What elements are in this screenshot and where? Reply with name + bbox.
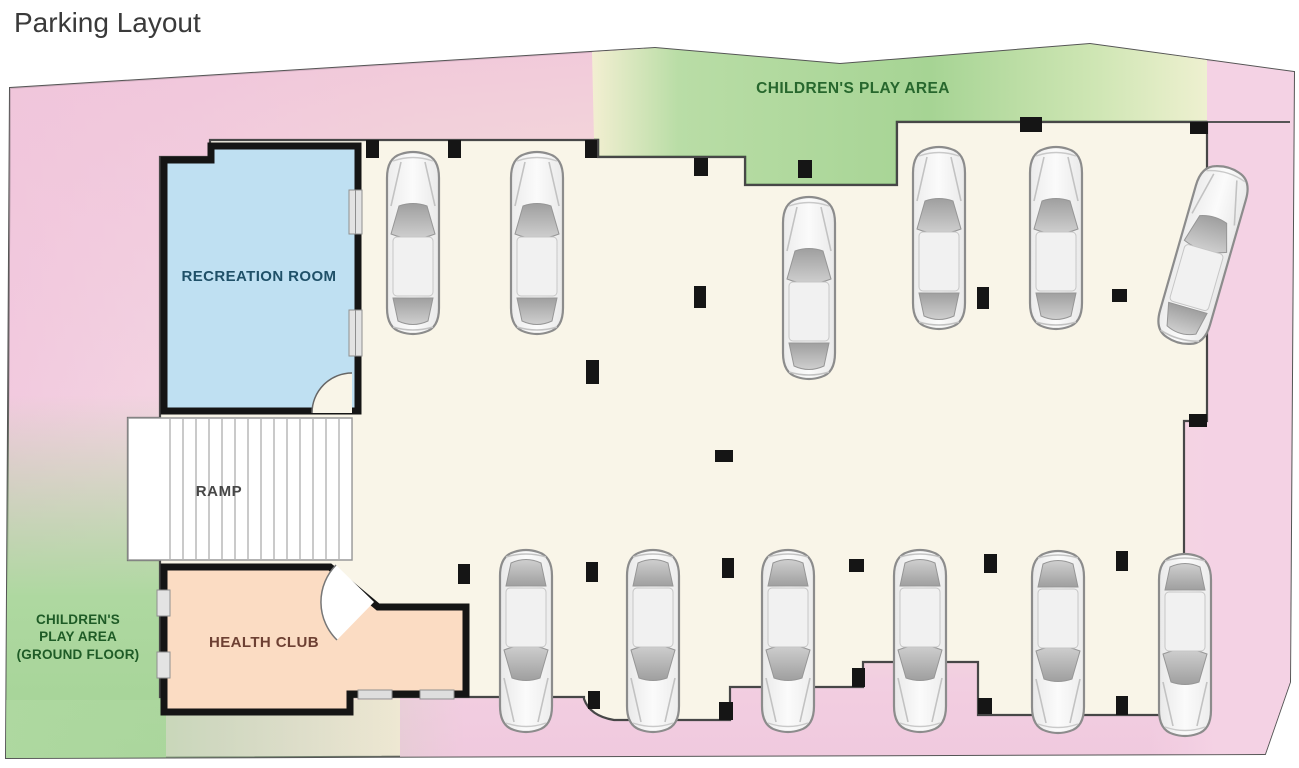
wall-stub: [1190, 122, 1208, 134]
car-1: [385, 150, 441, 336]
wall-stub: [984, 554, 997, 573]
recreation-room: [160, 142, 363, 415]
wall-stubs-layer: [366, 117, 1208, 720]
wall-stub: [715, 450, 733, 462]
wall-stub: [588, 691, 600, 709]
car-3: [781, 195, 837, 381]
health-club-door-swing: [320, 565, 374, 640]
wall-stub: [852, 668, 865, 687]
wall-stub: [1189, 414, 1207, 427]
children-play-area-top-label: CHILDREN'S PLAY AREA: [756, 80, 950, 97]
svg-text:PLAY AREA: PLAY AREA: [39, 629, 117, 644]
car-12: [1157, 552, 1213, 738]
wall-stub: [977, 287, 989, 309]
car-7: [498, 548, 554, 734]
health-club: [156, 563, 470, 716]
wall-stub: [719, 702, 733, 720]
car-4: [911, 145, 967, 331]
wall-stub: [694, 158, 708, 176]
wall-stub: [694, 286, 706, 308]
car-11: [1030, 549, 1086, 735]
wall-stub: [1116, 696, 1128, 715]
wall-stub: [978, 698, 992, 714]
car-9: [760, 548, 816, 734]
wall-stub: [448, 140, 461, 158]
recreation-door-swing: [312, 373, 352, 413]
recreation-room-label: RECREATION ROOM: [182, 268, 337, 285]
wall-stub: [586, 562, 598, 582]
car-5: [1028, 145, 1084, 331]
car-2: [509, 150, 565, 336]
wall-stub: [722, 558, 734, 578]
wall-stub: [1112, 289, 1127, 302]
ramp: [127, 417, 353, 561]
wall-stub: [585, 140, 597, 158]
wall-stub: [798, 160, 812, 178]
wall-stub: [1116, 551, 1128, 571]
wall-stub: [586, 360, 599, 384]
wall-stub: [849, 559, 864, 572]
recreation-windows: [348, 189, 363, 357]
wall-stub: [1020, 117, 1042, 132]
svg-text:CHILDREN'S: CHILDREN'S: [36, 612, 120, 627]
wall-stub: [458, 564, 470, 584]
children-play-area-left-label: CHILDREN'S PLAY AREA (GROUND FLOOR): [17, 612, 140, 662]
car-8: [625, 548, 681, 734]
ramp-label: RAMP: [196, 483, 243, 500]
car-10: [892, 548, 948, 734]
svg-text:(GROUND FLOOR): (GROUND FLOOR): [17, 647, 140, 662]
page-title: Parking Layout: [14, 7, 201, 38]
wall-stub: [366, 140, 379, 158]
health-club-label: HEALTH CLUB: [209, 634, 319, 651]
health-club-windows: [156, 589, 455, 700]
